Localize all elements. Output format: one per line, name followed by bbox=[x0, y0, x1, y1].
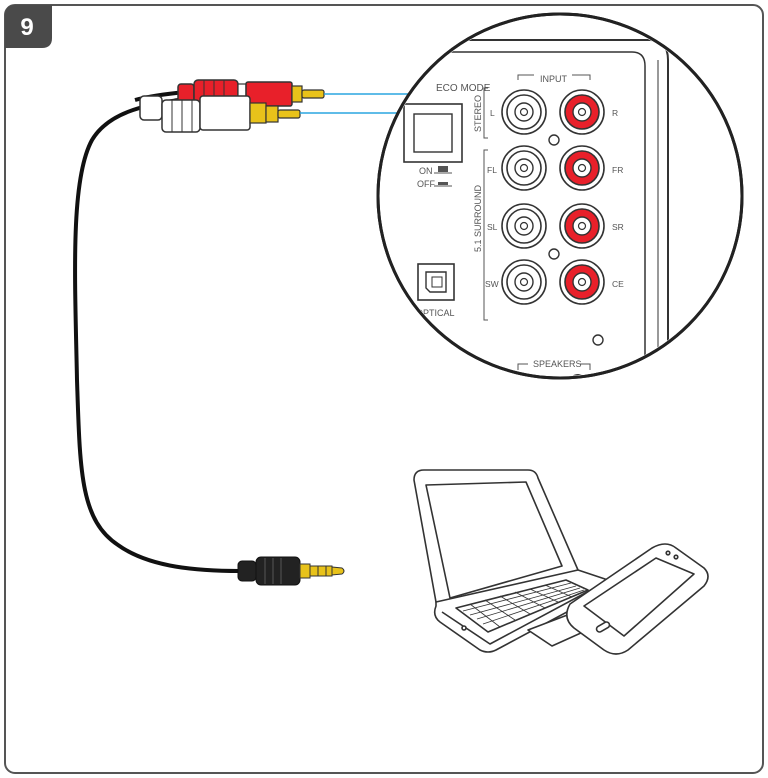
step-badge: 9 bbox=[5, 5, 52, 48]
panel-indicator-dot bbox=[592, 334, 604, 346]
jack-label-fr: FR bbox=[612, 165, 623, 175]
red-rca-plug bbox=[177, 79, 325, 109]
rca-jack-r[interactable] bbox=[559, 89, 605, 135]
stereo-label: STEREO bbox=[473, 95, 483, 132]
panel-indicator-dot bbox=[548, 248, 560, 260]
eco-on-label: ON bbox=[419, 166, 433, 176]
input-label: INPUT bbox=[540, 74, 568, 84]
eco-off-indicator bbox=[438, 182, 448, 185]
eco-mode-label: ECO MODE bbox=[436, 83, 491, 94]
rca-jack-sr[interactable] bbox=[559, 203, 605, 249]
optical-port[interactable] bbox=[417, 263, 455, 301]
eco-mode-button[interactable] bbox=[403, 103, 463, 163]
cable-cord bbox=[73, 98, 242, 573]
rca-jack-sw[interactable] bbox=[501, 259, 547, 305]
jack-label-sw: SW bbox=[485, 279, 499, 289]
magnified-rear-panel: ECO MODE ON OFF OPTICAL INPUT S bbox=[376, 12, 744, 380]
rca-jack-ce[interactable] bbox=[559, 259, 605, 305]
rca-jack-fr[interactable] bbox=[559, 145, 605, 191]
jack-label-sr: SR bbox=[612, 222, 624, 232]
rca-jack-l[interactable] bbox=[501, 89, 547, 135]
laptop-illustration bbox=[413, 469, 609, 653]
minijack-plug bbox=[237, 556, 345, 586]
smartphone-illustration bbox=[566, 543, 709, 655]
jack-label-ce: CE bbox=[612, 279, 624, 289]
jack-label-sl: SL bbox=[487, 222, 498, 232]
surround-label: 5.1 SURROUND bbox=[473, 184, 483, 252]
rca-jack-fl[interactable] bbox=[501, 145, 547, 191]
speakers-label: SPEAKERS bbox=[533, 359, 582, 369]
jack-label-l: L bbox=[490, 108, 495, 118]
eco-on-indicator bbox=[438, 166, 448, 172]
white-rca-plug bbox=[139, 95, 301, 133]
rca-jack-sl[interactable] bbox=[501, 203, 547, 249]
step-number: 9 bbox=[20, 14, 33, 41]
optical-label: OPTICAL bbox=[416, 308, 455, 318]
eco-off-label: OFF bbox=[417, 179, 435, 189]
rca-to-minijack-cable bbox=[73, 79, 345, 586]
panel-indicator-dot bbox=[548, 134, 560, 146]
jack-label-fl: FL bbox=[487, 165, 497, 175]
jack-label-r: R bbox=[612, 108, 618, 118]
